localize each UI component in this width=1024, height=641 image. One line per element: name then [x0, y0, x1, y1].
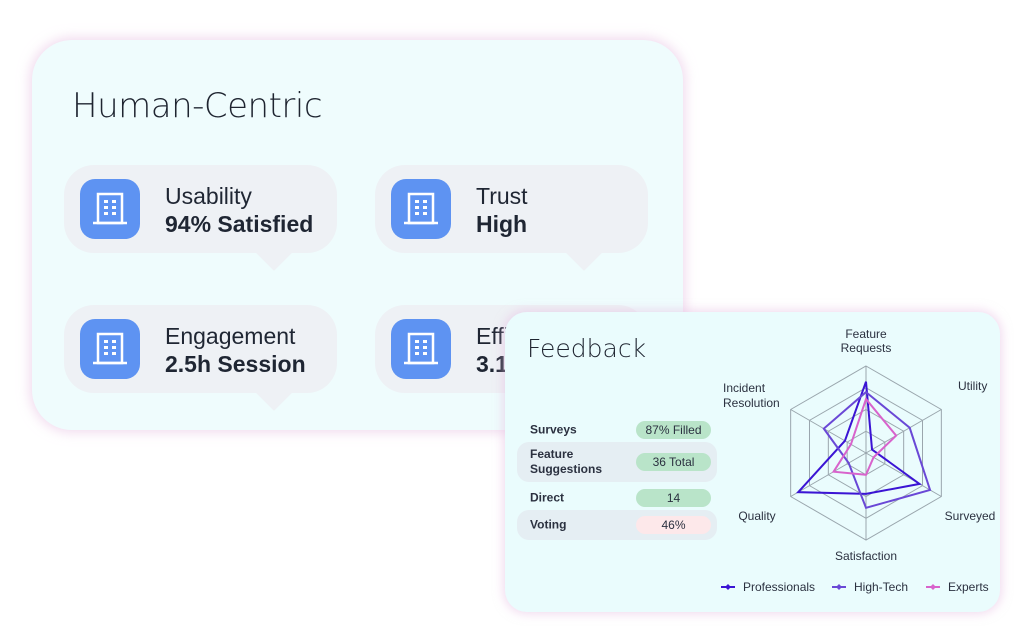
building-icon — [80, 319, 140, 379]
metric-value: 3.1 — [476, 351, 508, 377]
legend-item-high-tech: High-Tech — [832, 580, 908, 594]
axis-label: Utility — [958, 379, 987, 393]
radar-chart: FeatureRequestsUtilitySurveyedSatisfacti… — [723, 327, 996, 563]
radar-series-professionals — [795, 381, 922, 495]
legend-marker-icon — [926, 584, 940, 590]
metric-label: Trust — [476, 183, 528, 209]
row-label: Surveys — [530, 422, 577, 437]
metric-tile-usability: Usability 94% Satisfied — [64, 165, 337, 271]
radar-axis-line — [790, 452, 867, 497]
metric-value: 94% Satisfied — [165, 211, 314, 237]
metric-value: High — [476, 211, 528, 237]
radar-axis-line — [790, 409, 867, 454]
radar-series-high-tech — [822, 390, 932, 510]
legend-label: High-Tech — [854, 580, 909, 594]
radar-series-experts — [831, 397, 898, 476]
feedback-row-direct: Direct 14 — [517, 478, 717, 518]
row-badge: 36 Total — [636, 453, 711, 471]
metric-tile-engagement: Engagement 2.5h Session — [64, 305, 337, 411]
card-title: Human-Centric — [72, 86, 323, 126]
legend-label: Professionals — [743, 580, 816, 594]
metric-value: 2.5h Session — [165, 351, 306, 377]
row-label: Voting — [530, 517, 567, 532]
axis-label: Feature — [845, 327, 887, 341]
building-icon — [80, 179, 140, 239]
row-label: Direct — [530, 490, 565, 505]
axis-label: Resolution — [723, 396, 780, 410]
axis-label: Quality — [738, 509, 775, 523]
legend-marker-icon — [721, 584, 735, 590]
axis-label: Requests — [841, 341, 892, 355]
row-badge: 46% — [636, 516, 711, 534]
feedback-row-voting: Voting 46% — [517, 510, 717, 540]
row-badge: 87% Filled — [636, 421, 711, 439]
legend-item-professionals: Professionals — [721, 580, 815, 594]
metric-label: Usability — [165, 183, 252, 209]
axis-label: Surveyed — [945, 509, 996, 523]
feedback-row-surveys: Surveys 87% Filled — [517, 410, 717, 450]
feedback-row-feature-suggestions: Feature Suggestions 36 Total — [517, 442, 717, 482]
row-label: Feature Suggestions — [530, 447, 603, 476]
legend-marker-icon — [832, 584, 846, 590]
building-icon — [391, 319, 451, 379]
axis-label: Incident — [723, 381, 766, 395]
metric-tile-trust: Trust High — [375, 165, 648, 271]
legend-label: Experts — [948, 580, 989, 594]
radar-axis-line — [865, 409, 942, 454]
axis-label: Satisfaction — [835, 549, 897, 563]
metric-label: Engagement — [165, 323, 296, 349]
legend-item-experts: Experts — [926, 580, 989, 594]
feedback-card: Feedback Surveys 87% Filled Feature Sugge… — [505, 312, 1000, 612]
feedback-title: Feedback — [527, 334, 647, 363]
row-badge: 14 — [636, 489, 711, 507]
building-icon — [391, 179, 451, 239]
